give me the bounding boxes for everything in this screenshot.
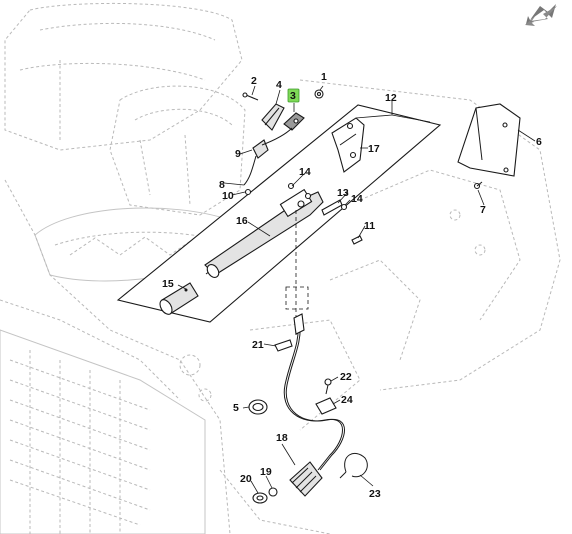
part-19-nut[interactable] (268, 487, 278, 497)
callout-1[interactable]: 1 (321, 71, 327, 83)
callout-14-lower[interactable]: 14 (351, 193, 363, 205)
part-5-grommet[interactable] (248, 399, 268, 415)
part-10-fastener[interactable] (244, 188, 252, 196)
callout-19[interactable]: 19 (260, 466, 272, 478)
callout-11[interactable]: 11 (364, 220, 375, 232)
part-15-handle-grip[interactable] (158, 282, 199, 316)
callout-10[interactable]: 10 (222, 190, 234, 202)
callout-14-upper[interactable]: 14 (299, 166, 311, 178)
callout-22[interactable]: 22 (340, 371, 352, 383)
callout-16[interactable]: 16 (236, 215, 248, 227)
callout-6[interactable]: 6 (536, 136, 542, 148)
arrow-down-left-icon[interactable] (525, 4, 557, 26)
part-21-clip[interactable] (274, 339, 293, 352)
callout-15[interactable]: 15 (162, 278, 174, 290)
highlight-callout-3 (287, 88, 300, 103)
callout-3[interactable]: 3 (290, 90, 296, 102)
callout-12[interactable]: 12 (385, 92, 397, 104)
part-9-connector[interactable] (252, 127, 293, 159)
part-14-clip-upper[interactable] (287, 182, 295, 190)
callout-13[interactable]: 13 (337, 187, 349, 199)
part-20-washer[interactable] (252, 492, 268, 504)
callout-21[interactable]: 21 (252, 339, 264, 351)
part-16-lever-arm[interactable] (204, 188, 324, 280)
callout-23[interactable]: 23 (369, 488, 381, 500)
part-4-switch-bracket[interactable] (261, 103, 285, 131)
callout-18[interactable]: 18 (276, 432, 288, 444)
part-18-cable[interactable] (283, 313, 345, 497)
part-7-screw[interactable] (473, 181, 483, 190)
callout-20[interactable]: 20 (240, 473, 252, 485)
part-11-bolt[interactable] (351, 235, 363, 245)
part-24-clamp[interactable] (315, 397, 337, 415)
part-2-screw[interactable] (242, 92, 259, 101)
callout-9[interactable]: 9 (235, 148, 241, 160)
callout-5[interactable]: 5 (233, 402, 239, 414)
part-6-cover-panel[interactable] (457, 103, 521, 177)
callout-7[interactable]: 7 (480, 204, 486, 216)
callout-labels: 1 2 3 4 5 6 7 8 9 10 11 12 13 14 14 15 1… (162, 71, 542, 500)
part-3-switch[interactable] (283, 112, 305, 131)
part-8-wire[interactable] (243, 155, 257, 186)
callout-4[interactable]: 4 (276, 79, 282, 91)
callout-8[interactable]: 8 (219, 179, 225, 191)
part-22-bolt[interactable] (324, 378, 332, 395)
part-1-nut[interactable] (314, 89, 324, 99)
callout-17[interactable]: 17 (368, 143, 380, 155)
callout-2[interactable]: 2 (251, 75, 257, 87)
part-14-clip-lower[interactable] (340, 203, 348, 211)
part-23-strap[interactable] (339, 453, 368, 479)
leader-lines (177, 85, 536, 494)
callout-24[interactable]: 24 (341, 394, 353, 406)
tractor-ghost-outline (0, 2, 561, 534)
